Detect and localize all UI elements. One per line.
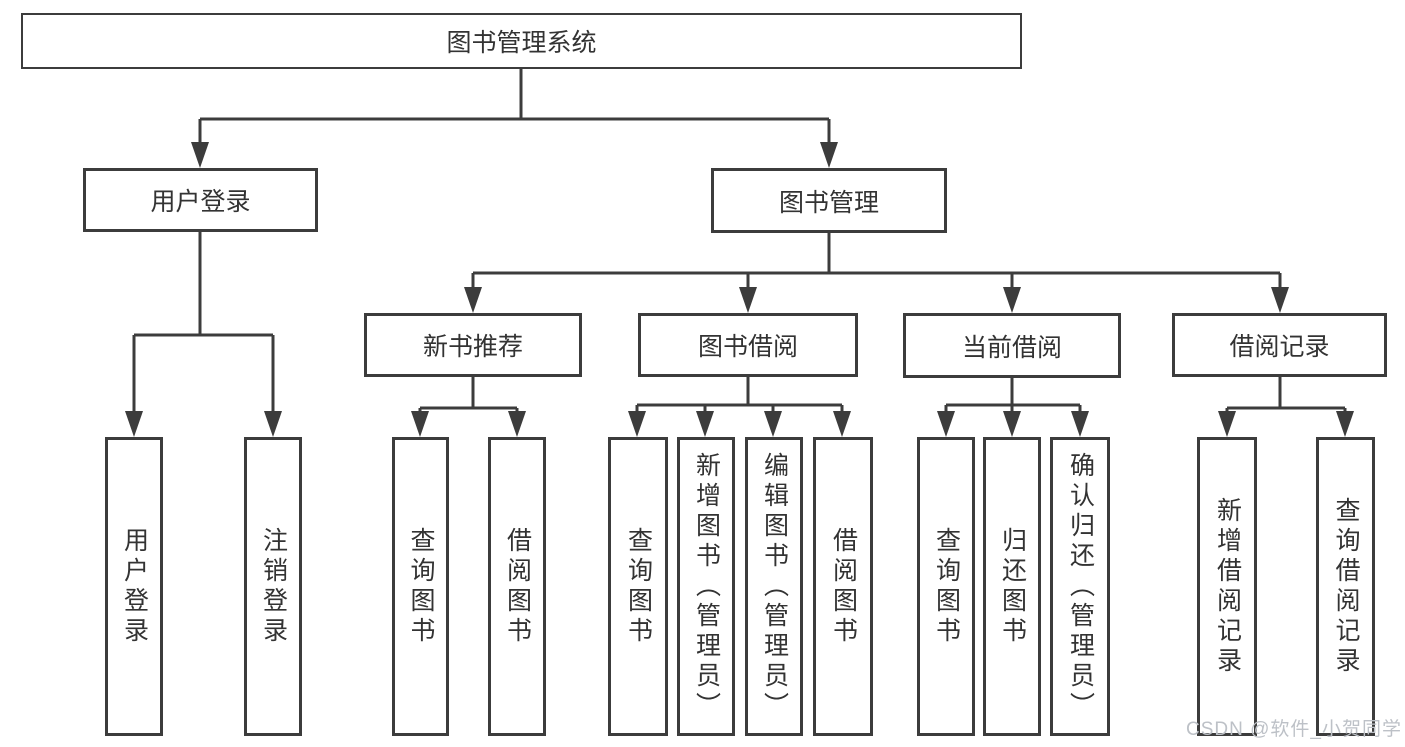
node-label: 新增图书（管理员） xyxy=(692,451,721,722)
leaf-confirm-return-admin: 确认归还（管理员） xyxy=(1050,437,1110,736)
node-label: 当前借阅 xyxy=(961,333,1062,362)
leaf-user-login: 用户登录 xyxy=(105,437,163,736)
node-label: 借阅图书 xyxy=(829,526,858,647)
csdn-watermark: CSDN @软件_小贺同学 xyxy=(1186,719,1402,740)
node-label: 借阅记录 xyxy=(1229,333,1330,361)
node-book-management: 图书管理 xyxy=(711,168,947,233)
leaf-logout: 注销登录 xyxy=(244,437,302,736)
node-label: 查询图书 xyxy=(624,526,653,647)
leaf-edit-books-admin: 编辑图书（管理员） xyxy=(745,437,803,736)
node-label: 用户登录 xyxy=(120,526,149,647)
leaf-query-books-recommend: 查询图书 xyxy=(392,437,449,736)
node-label: 编辑图书（管理员） xyxy=(760,451,789,722)
node-label: 借阅图书 xyxy=(503,526,532,647)
node-label: 图书管理 xyxy=(778,188,879,217)
leaf-borrow-books-recommend: 借阅图书 xyxy=(488,437,546,736)
leaf-add-books-admin: 新增图书（管理员） xyxy=(677,437,735,736)
node-label: 查询图书 xyxy=(932,526,961,647)
node-label: 确认归还（管理员） xyxy=(1066,451,1095,722)
leaf-return-books: 归还图书 xyxy=(983,437,1041,736)
node-label: 新书推荐 xyxy=(422,333,523,361)
node-book-borrowing: 图书借阅 xyxy=(638,313,858,377)
node-label: 查询图书 xyxy=(407,526,435,647)
leaf-query-books-borrowing: 查询图书 xyxy=(608,437,668,736)
node-user-login: 用户登录 xyxy=(83,168,318,232)
node-label: 注销登录 xyxy=(259,526,288,647)
node-label: 图书借阅 xyxy=(697,333,798,361)
node-library-management-system: 图书管理系统 xyxy=(21,13,1022,69)
node-label: 查询借阅记录 xyxy=(1332,496,1360,677)
leaf-borrow-books: 借阅图书 xyxy=(813,437,873,736)
node-label: 图书管理系统 xyxy=(446,29,597,57)
node-current-borrowing: 当前借阅 xyxy=(903,313,1121,378)
leaf-add-borrow-record: 新增借阅记录 xyxy=(1197,437,1257,736)
leaf-query-books-current: 查询图书 xyxy=(917,437,975,736)
node-borrowing-records: 借阅记录 xyxy=(1172,313,1387,377)
leaf-query-borrow-record: 查询借阅记录 xyxy=(1316,437,1375,736)
node-label: 用户登录 xyxy=(150,188,251,216)
node-label: 新增借阅记录 xyxy=(1213,496,1242,677)
node-label: 归还图书 xyxy=(998,526,1027,647)
node-new-book-recommendation: 新书推荐 xyxy=(364,313,582,377)
